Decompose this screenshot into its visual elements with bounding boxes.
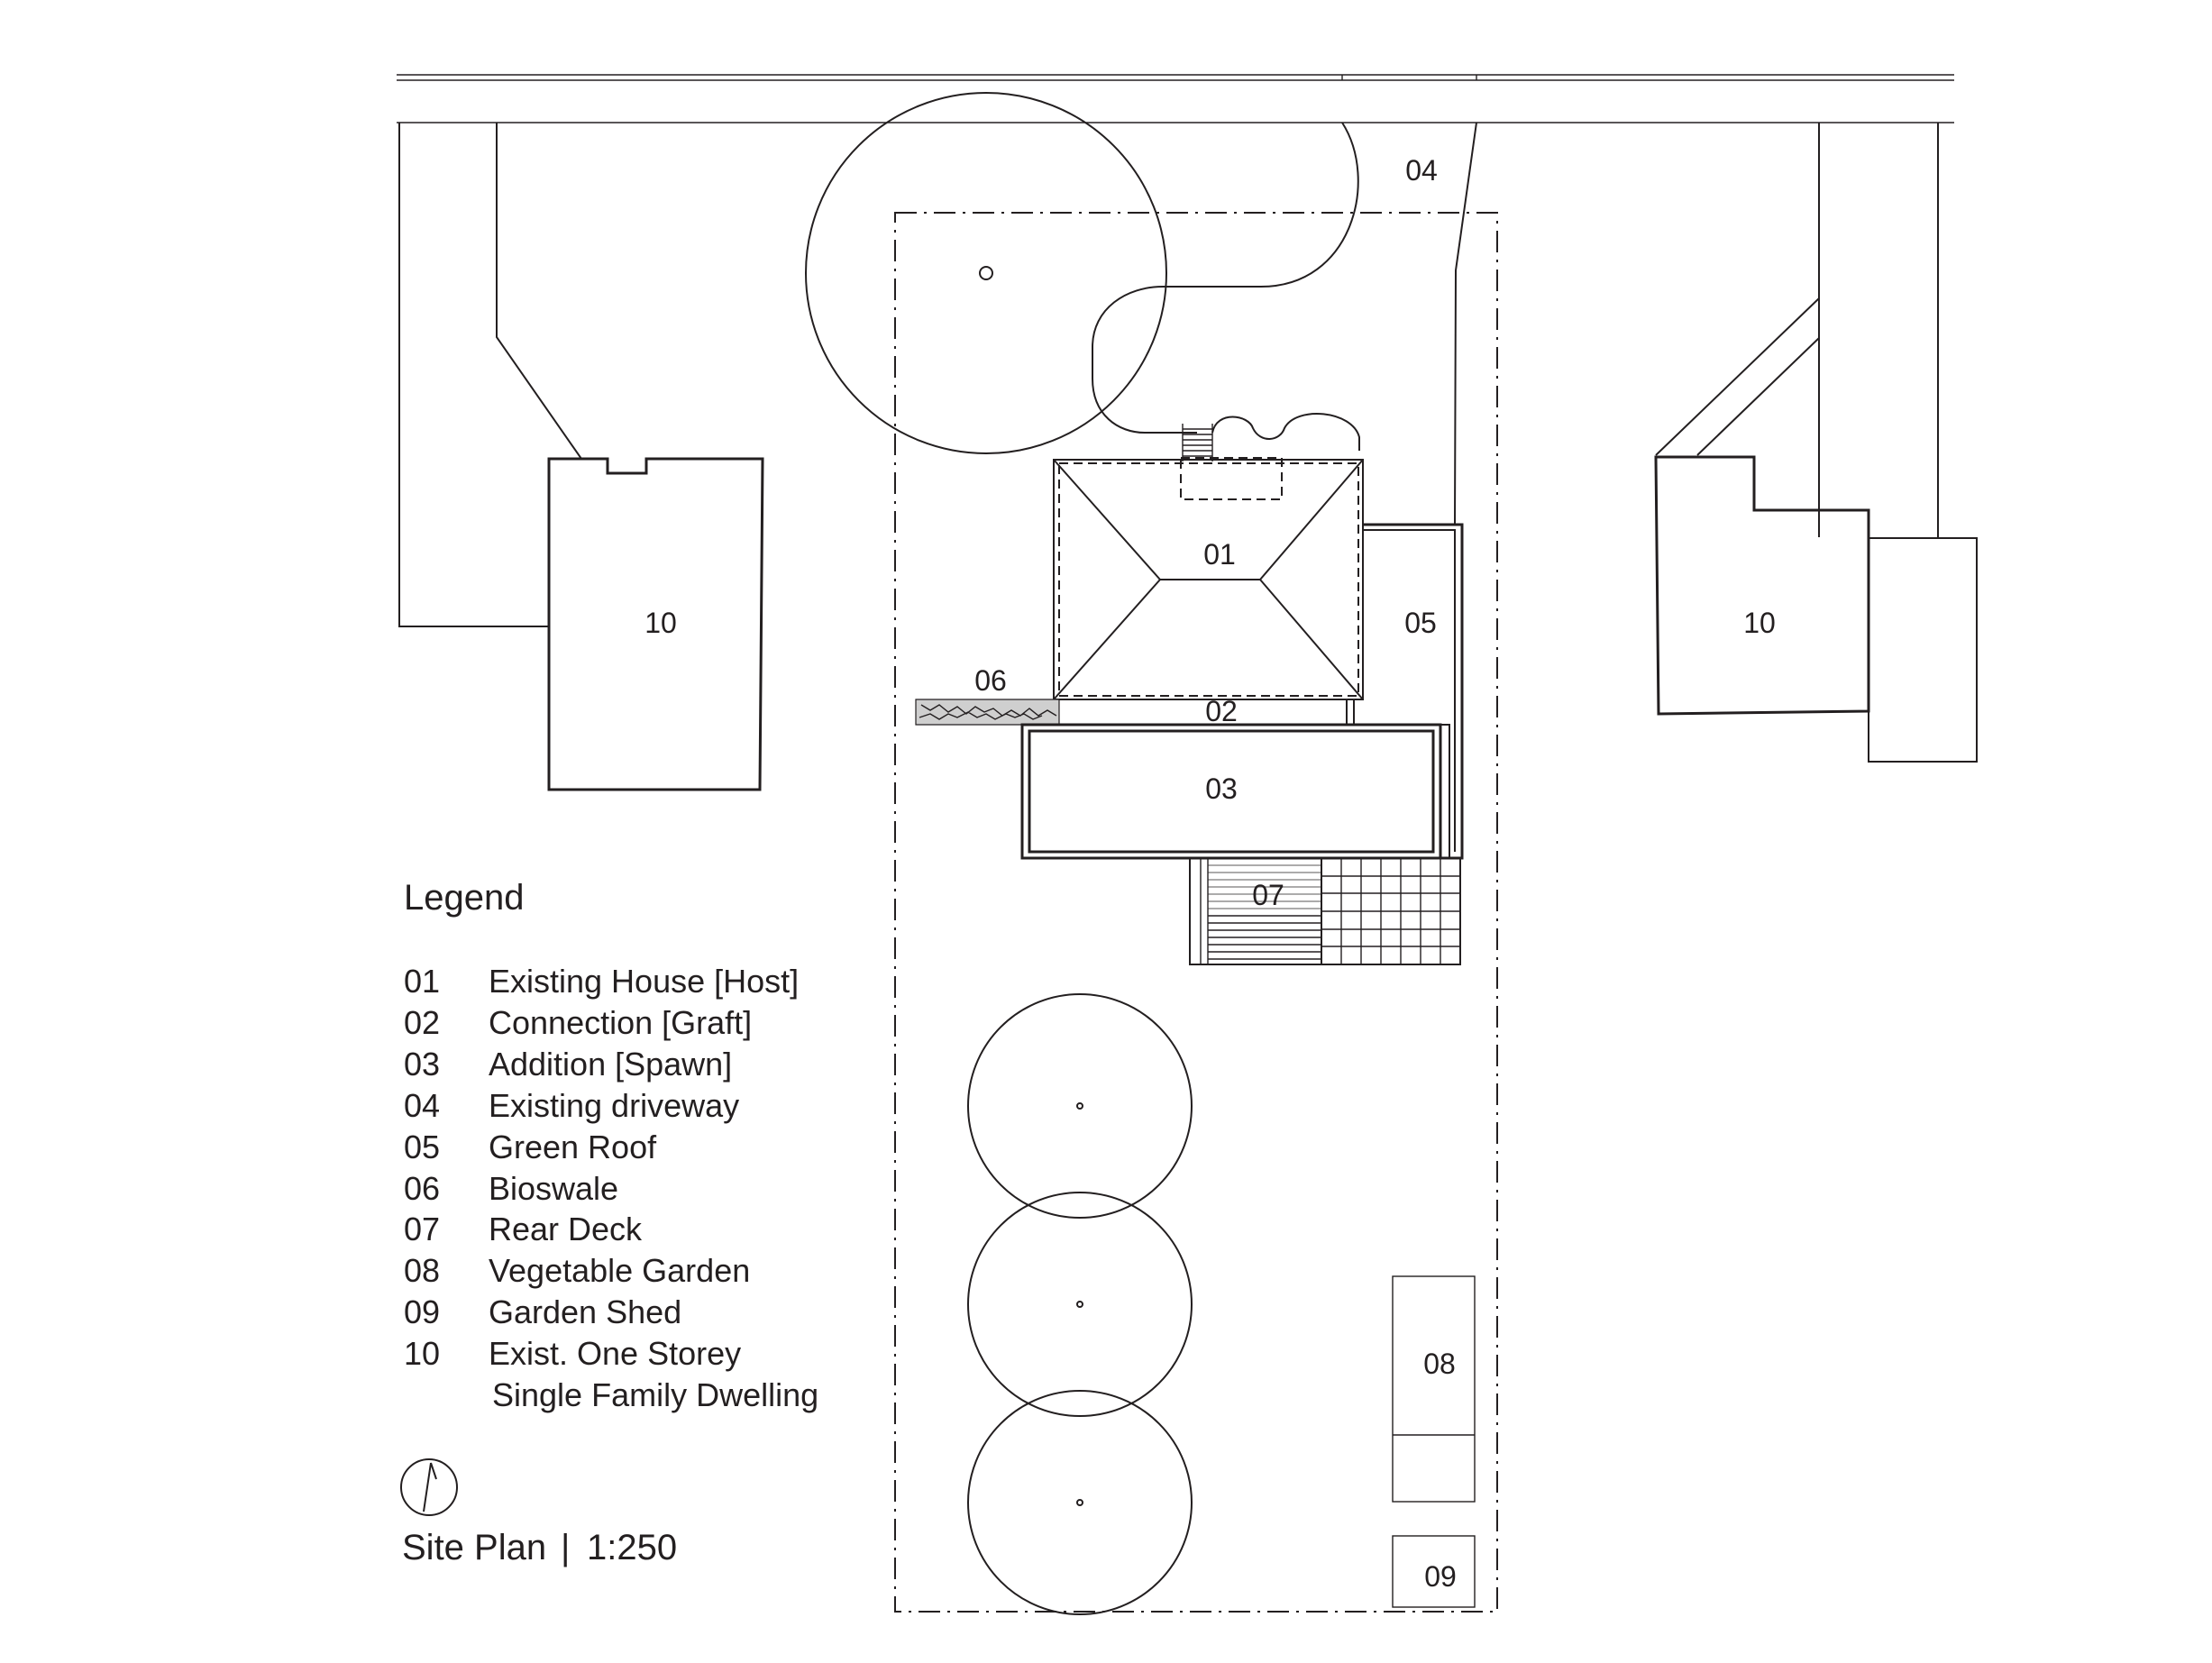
- legend-text: Green Roof: [489, 1128, 657, 1165]
- legend-code: 06: [404, 1170, 440, 1207]
- garden-shed-outline: [1392, 1535, 1476, 1608]
- paver-grid: [1321, 857, 1461, 965]
- legend-code: 02: [404, 1004, 440, 1041]
- legend-code: 01: [404, 963, 440, 1000]
- existing-house-roof-outline: [1053, 459, 1364, 700]
- entry-steps: [1182, 424, 1213, 461]
- label-existing-house: 01: [1203, 538, 1236, 571]
- driveway-curve: [1092, 122, 1359, 434]
- caption-title: Site Plan: [402, 1528, 546, 1567]
- right-lot-path-b: [1696, 337, 1820, 456]
- legend-code: 10: [404, 1335, 440, 1372]
- label-green-roof: 05: [1404, 607, 1437, 639]
- rear-deck: [1189, 857, 1322, 965]
- driveway: [1092, 122, 1477, 525]
- driveway-edge: [1454, 122, 1477, 525]
- deck-boards: [1208, 864, 1321, 909]
- front-tree: [805, 92, 1167, 454]
- existing-house-porch: [1180, 457, 1283, 500]
- label-connection: 02: [1205, 695, 1238, 727]
- connection: [1059, 699, 1438, 726]
- rear-tree-trunk: [1076, 1102, 1083, 1110]
- legend-code: 05: [404, 1128, 440, 1165]
- front-planting: [1211, 413, 1360, 451]
- legend-text: Rear Deck: [489, 1211, 643, 1247]
- legend-text: Addition [Spawn]: [489, 1046, 732, 1083]
- right-lot-path-a: [1655, 297, 1820, 456]
- caption-scale: 1:250: [587, 1528, 677, 1567]
- legend-text: Vegetable Garden: [489, 1252, 750, 1289]
- addition-inner: [1028, 729, 1435, 854]
- label-bioswale: 06: [974, 664, 1007, 697]
- rear-tree-trunk: [1076, 1301, 1083, 1308]
- right-house-outline: [1654, 455, 1870, 716]
- legend-text: Existing House [Host]: [489, 963, 799, 1000]
- property-line: [894, 212, 1498, 1613]
- label-garden-shed: 09: [1424, 1560, 1457, 1593]
- left-neighbour-lot: [398, 123, 582, 627]
- vegetable-garden-outline: [1392, 1275, 1476, 1503]
- legend-text: Garden Shed: [489, 1293, 681, 1330]
- vegetable-garden: [1392, 1275, 1476, 1503]
- legend-code: 04: [404, 1087, 440, 1124]
- rear-deck-outline: [1189, 857, 1322, 965]
- front-tree-canopy: [805, 92, 1167, 454]
- street: [397, 74, 1954, 123]
- left-lot-path: [496, 123, 582, 460]
- legend-code: 07: [404, 1211, 440, 1247]
- legend-code: 03: [404, 1046, 440, 1083]
- legend-text: Exist. One Storey: [489, 1335, 741, 1372]
- legend: Legend 01 Existing House [Host] 02 Conne…: [404, 878, 818, 1413]
- right-garage: [1868, 537, 1978, 763]
- label-vegetable-garden: 08: [1423, 1348, 1456, 1380]
- rear-tree-canopy: [967, 1192, 1193, 1417]
- existing-house: [1053, 457, 1364, 700]
- plan-labels: 01 02 03 04 05 06 07 08 09 10 10: [644, 154, 1776, 1593]
- front-tree-trunk: [979, 266, 993, 280]
- left-house-outline: [547, 457, 764, 791]
- legend-title: Legend: [404, 878, 524, 918]
- label-driveway: 04: [1405, 154, 1438, 187]
- legend-text: Bioswale: [489, 1170, 618, 1207]
- rear-tree-trunk: [1076, 1499, 1083, 1506]
- legend-text: Connection [Graft]: [489, 1004, 752, 1041]
- rear-tree-canopy: [967, 1390, 1193, 1615]
- green-roof: [1363, 523, 1464, 860]
- label-rear-deck: 07: [1252, 879, 1284, 911]
- existing-house-wall-line: [1058, 462, 1359, 697]
- left-neighbour-house: [547, 457, 764, 791]
- label-neighbour-left: 10: [644, 607, 677, 639]
- legend-code: 09: [404, 1293, 440, 1330]
- north-arrow-icon: [400, 1458, 458, 1516]
- right-neighbour-lot: [1655, 123, 1978, 763]
- deck-steps: [1208, 915, 1321, 960]
- legend-text: Existing driveway: [489, 1087, 739, 1124]
- legend-code: 08: [404, 1252, 440, 1289]
- drawing-caption: Site Plan | 1:250: [402, 1528, 677, 1567]
- caption-separator: |: [561, 1528, 570, 1567]
- rear-trees: [967, 993, 1193, 1615]
- bioswale-strip: [915, 699, 1060, 726]
- label-neighbour-right: 10: [1743, 607, 1776, 639]
- rear-tree-canopy: [967, 993, 1193, 1219]
- green-roof-inner: [1363, 529, 1456, 852]
- left-lot-boundary: [398, 123, 549, 627]
- green-roof-outline: [1363, 523, 1464, 860]
- bioswale: [915, 699, 1060, 726]
- legend-text: Single Family Dwelling: [492, 1376, 818, 1413]
- label-addition: 03: [1205, 772, 1238, 805]
